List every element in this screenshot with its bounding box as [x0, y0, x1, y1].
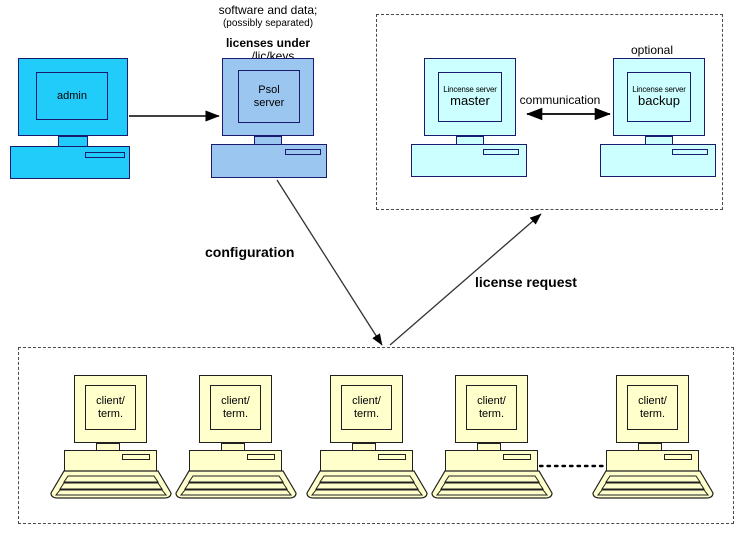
- client-4-keyboard: [431, 470, 553, 499]
- clients-group-box: [18, 347, 734, 524]
- backup-neck: [645, 136, 673, 145]
- configuration-label: configuration: [205, 244, 295, 260]
- client-1-neck: [96, 443, 120, 451]
- admin-screen: admin: [36, 72, 108, 120]
- client-5-screen-line2: term.: [639, 407, 666, 420]
- client-3-keyboard: [306, 470, 428, 499]
- client-3-screen-line1: client/: [352, 394, 381, 407]
- client-1-screen-line2: term.: [97, 407, 124, 420]
- client-4-screen-line2: term.: [478, 407, 505, 420]
- client-3-screen-line2: term.: [353, 407, 380, 420]
- backup-drive-slot: [672, 149, 708, 155]
- psol-neck: [254, 136, 282, 145]
- possibly-separated-label: (possibly separated): [222, 18, 314, 29]
- admin-base: [10, 146, 130, 179]
- client-3-neck: [352, 443, 376, 451]
- master-screen-line1: Lincense server: [443, 84, 497, 94]
- master-neck: [456, 136, 484, 145]
- licenses-under-label: licenses under: [225, 36, 311, 50]
- backup-screen-line2: backup: [638, 93, 680, 109]
- admin-neck: [58, 136, 88, 147]
- arrow-configuration: [276, 179, 383, 346]
- client-2-drive-slot: [247, 454, 275, 460]
- master-drive-slot: [483, 149, 519, 155]
- client-5-neck: [638, 443, 662, 451]
- client-4-neck: [477, 443, 501, 451]
- client-1-keyboard: [50, 470, 172, 499]
- client-4-screen-line1: client/: [477, 394, 506, 407]
- client-2-screen-line2: term.: [222, 407, 249, 420]
- psol-screen: Psol server: [238, 70, 300, 123]
- psol-drive-slot: [285, 149, 321, 155]
- client-2-screen-line1: client/: [221, 394, 250, 407]
- master-screen: Lincense server master: [438, 72, 502, 122]
- backup-screen-line1: Lincense server: [632, 84, 686, 94]
- backup-screen: Lincense server backup: [627, 72, 691, 122]
- client-5-keyboard: [592, 470, 714, 499]
- client-2-neck: [221, 443, 245, 451]
- client-1-screen: client/ term.: [85, 385, 136, 430]
- license-server-group-box: [376, 14, 723, 210]
- communication-label: communication: [519, 93, 601, 107]
- client-3-drive-slot: [378, 454, 406, 460]
- admin-drive-slot: [85, 152, 125, 158]
- client-2-screen: client/ term.: [210, 385, 261, 430]
- client-4-drive-slot: [503, 454, 531, 460]
- client-4-screen: client/ term.: [466, 385, 517, 430]
- client-1-screen-line1: client/: [96, 394, 125, 407]
- client-3-screen: client/ term.: [341, 385, 392, 430]
- client-1-drive-slot: [122, 454, 150, 460]
- client-2-keyboard: [175, 470, 297, 499]
- master-screen-line2: master: [450, 93, 490, 109]
- license-request-label: license request: [475, 274, 577, 290]
- psol-screen-line2: server: [253, 96, 285, 109]
- software-and-data-label: software and data;: [218, 3, 318, 17]
- client-5-screen-line1: client/: [638, 394, 667, 407]
- optional-label: optional: [630, 43, 674, 57]
- client-5-screen: client/ term.: [627, 385, 678, 430]
- admin-screen-line1: admin: [57, 89, 87, 102]
- client-5-drive-slot: [664, 454, 692, 460]
- psol-screen-line1: Psol: [258, 83, 280, 96]
